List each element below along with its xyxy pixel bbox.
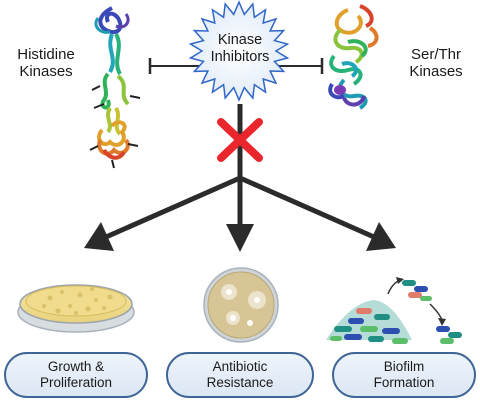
kinase-inhibitors-starburst bbox=[188, 0, 290, 102]
outcome-growth-line2: Proliferation bbox=[39, 375, 113, 390]
inhibition-bar-left bbox=[148, 58, 206, 74]
biofilm-illustration bbox=[326, 277, 462, 344]
outcome-biofilm-line1: Biofilm bbox=[383, 359, 425, 374]
inhibition-bar-right bbox=[272, 58, 324, 74]
ser-thr-kinases-label: Ser/Thr Kinases bbox=[398, 46, 474, 80]
blocked-x-icon bbox=[217, 118, 263, 162]
petri-dish-growth bbox=[17, 284, 135, 333]
outcome-growth-proliferation: Growth & Proliferation bbox=[4, 352, 148, 398]
ser-thr-kinases-label-line2: Kinases bbox=[409, 63, 463, 80]
kinase-inhibitors-label: Kinase Inhibitors bbox=[200, 32, 280, 66]
outcome-biofilm-formation: Biofilm Formation bbox=[332, 352, 476, 398]
kinase-inhibitors-label-line1: Kinase bbox=[217, 32, 263, 48]
histidine-kinase-structure bbox=[89, 6, 141, 169]
ser-thr-kinase-structure bbox=[328, 4, 379, 110]
ser-thr-kinases-label-line1: Ser/Thr bbox=[410, 46, 461, 63]
outcome-biofilm-line2: Formation bbox=[373, 375, 435, 390]
histidine-kinases-label-line2: Kinases bbox=[19, 63, 73, 80]
outcome-antibiotic-line2: Resistance bbox=[206, 375, 274, 390]
outcome-antibiotic-line1: Antibiotic bbox=[212, 359, 268, 374]
outcome-arrows bbox=[84, 104, 396, 252]
outcome-growth-line1: Growth & bbox=[47, 359, 105, 374]
histidine-kinases-label: Histidine Kinases bbox=[8, 46, 84, 80]
outcome-antibiotic-resistance: Antibiotic Resistance bbox=[166, 352, 314, 398]
kinase-inhibitors-label-line2: Inhibitors bbox=[210, 49, 270, 65]
petri-dish-antibiotic bbox=[203, 267, 279, 343]
histidine-kinases-label-line1: Histidine bbox=[17, 46, 75, 63]
